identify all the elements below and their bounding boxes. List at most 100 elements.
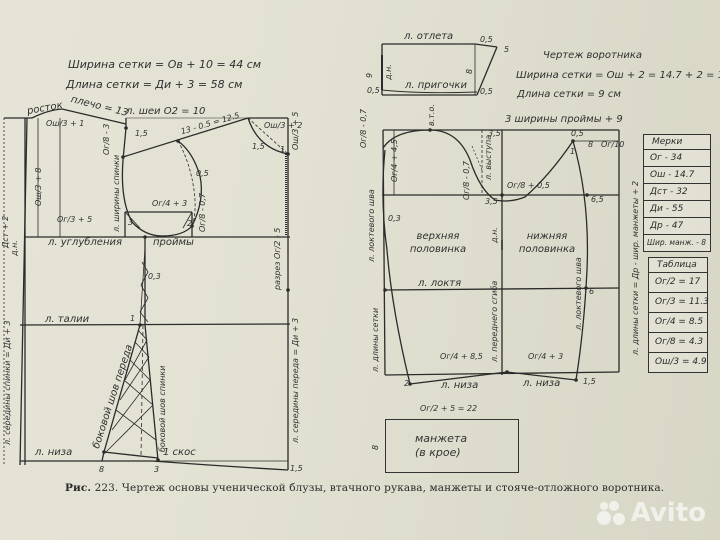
blouse-armhole-back: Ош/3 + 8 [34, 167, 43, 206]
collar-corner-tip: 5 [504, 45, 510, 54]
sleeve-elbow-line: л. локтя [418, 278, 462, 289]
sleeve-elbow-seam-left: л. локтевого шва [367, 189, 376, 262]
blouse-armhole-line2: проймы [153, 237, 194, 248]
blouse-hem-drop: 1,5 [290, 464, 303, 473]
collar-bottom-line: л. пригочки [405, 80, 467, 91]
sleeve-cap-height: Ог/4 + 4,5 [390, 139, 399, 182]
blouse-grid-length: Длина сетки = Ди + 3 = 58 см [66, 78, 243, 91]
sleeve-elbow-seam-right: л. локтевого шва [574, 257, 583, 330]
blouse-armhole-depth: Ог/3 + 5 [57, 215, 93, 224]
caption-number: 223. [94, 482, 119, 494]
blouse-shoulder-point: 1,5 [135, 129, 148, 138]
sleeve-bottom-upper: Ог/4 + 8,5 [440, 352, 483, 361]
blouse-corner-back: 3 [128, 218, 134, 227]
avito-logo-icon [596, 499, 627, 527]
collar-corner-bottom-right: 0,5 [480, 87, 493, 96]
sleeve-length-left: л. длины сетки [371, 307, 380, 372]
blouse-corner-front: 2 [187, 219, 193, 228]
cuff-label: манжета (в крое) [415, 432, 467, 460]
calc-row: Ог/4 = 8.5 [649, 312, 707, 332]
blouse-front-neck: Ош/3 + 2 [264, 121, 303, 130]
cuff-width-formula: Ог/2 + 5 = 22 [420, 404, 478, 413]
sleeve-hem-left: л. низа [441, 380, 479, 391]
measurement-row: Ог - 34 [644, 149, 710, 166]
sleeve-cap-left: Ог/8 - 0,7 [359, 109, 368, 148]
blouse-left-axis: д.н. [10, 240, 19, 256]
blouse-armhole-front: Ог/8 - 0,7 [198, 193, 207, 232]
calc-row: Ог/2 = 17 [649, 272, 707, 292]
sleeve-top-label: 3 ширины проймы + 9 [505, 114, 623, 125]
blouse-front-neck-mark1: 1,5 [252, 142, 265, 151]
calc-table-title: Таблица [657, 260, 697, 270]
measurement-row: Дст - 32 [644, 183, 710, 200]
blouse-hem-mark-left: 8 [99, 465, 105, 474]
calc-row: Ош/3 = 4.9 [649, 352, 707, 372]
avito-brand: Avito [630, 498, 706, 528]
blouse-neck-depth-back: Ош/3 + 1 [46, 119, 85, 128]
blouse-hem-mark-right: 3 [154, 465, 160, 474]
blouse-back-width-formula: Ог/8 - 3 [102, 123, 111, 155]
sleeve-right-mark-65: 6,5 [591, 195, 604, 204]
figure-caption: Рис. 223. Чертеж основы ученической блуз… [65, 482, 664, 494]
sleeve-bottom-lower: Ог/4 + 3 [528, 352, 564, 361]
blouse-left-vertical: Дст + 2 [1, 215, 10, 248]
sleeve-back-bulge-line: л. выступа [484, 134, 493, 180]
blouse-center-front: л. середины переда = Ди + 3 [291, 317, 300, 443]
blouse-armhole-width: Ог/4 + 3 [152, 199, 188, 208]
sleeve-hem-mark-15: 1,5 [583, 377, 596, 386]
collar-right-height: 8 [465, 68, 474, 74]
sleeve-right-point: 1 [570, 147, 576, 156]
sleeve-hem-mark-2: 2 [404, 379, 410, 388]
blouse-center-back: л. середины спинки = Ди + 3 [3, 320, 12, 445]
sleeve-under-curve: Ог/8 + 0,5 [507, 181, 550, 190]
cuff-height: 8 [371, 444, 380, 450]
sleeve-right-mark-6: 6 [589, 287, 595, 296]
cuff-label-line1: манжета [415, 432, 468, 445]
blouse-grid-width: Ширина сетки = Ов + 10 = 44 см [68, 58, 262, 71]
calc-row: Ог/8 = 4.3 [649, 332, 707, 352]
collar-grid-length: Длина сетки = 9 см [517, 89, 621, 100]
calc-table: Таблица Ог/2 = 17 Ог/3 = 11.3 Ог/4 = 8.5… [648, 257, 709, 373]
measurements-table: Мерки Ог - 34 Ош - 14.7 Дст - 32 Ди - 55… [643, 134, 711, 252]
blouse-side-back: боковой шов спинки [158, 365, 167, 452]
collar-corner-top: 0,5 [480, 35, 493, 44]
sleeve-right-formula: Ог/10 [601, 140, 625, 149]
sleeve-cap-top: в.т.о. [427, 104, 436, 126]
sleeve-axis: д.н. [490, 227, 499, 243]
sleeve-front-fold: л. переднего сгиба [490, 280, 499, 362]
measurement-row: Ош - 14.7 [644, 166, 710, 183]
blouse-hem-line: л. низа [35, 447, 73, 458]
collar-left-height: 9 [365, 72, 374, 78]
measurement-row: Ди - 55 [644, 200, 710, 217]
calc-row: Ог/3 = 11.3 [649, 292, 709, 312]
sleeve-upper-half: верхняя половинка [409, 231, 467, 255]
collar-title: Чертеж воротника [543, 50, 643, 61]
sleeve-left-shift: 0,3 [388, 214, 401, 223]
measurements-table-title: Мерки [652, 137, 683, 147]
cuff-rectangle [385, 419, 519, 473]
collar-grid-width: Ширина сетки = Ош + 2 = 14.7 + 2 = 16.7 … [516, 70, 720, 81]
collar-corner-bottom-left: 0,5 [367, 86, 380, 95]
sleeve-mark-35-bottom: 3,5 [485, 197, 498, 206]
caption-prefix: Рис. [65, 482, 92, 494]
avito-watermark: Avito [596, 498, 706, 528]
measurement-row: Шир. манж. - 8 [644, 234, 710, 251]
blouse-bevel: 1 скос [163, 447, 196, 458]
sleeve-hem-right: л. низа [523, 378, 561, 389]
sleeve-cap-mid: Ог/8 - 0,7 [462, 161, 471, 200]
measurement-row: Др - 47 [644, 217, 710, 234]
sleeve-mark-35-top: 3,5 [488, 129, 501, 138]
collar-left-axis: д.н. [384, 64, 393, 80]
blouse-slit: разрез Ог/2 - 5 [273, 227, 282, 290]
sleeve-right-offset: 8 [588, 140, 594, 149]
blouse-front-neck-mark2: 1 [280, 145, 286, 154]
blouse-back-width: л. ширины спинки [112, 154, 121, 232]
sleeve-lower-half: нижняя половинка [518, 231, 576, 255]
blouse-waist-mark: 1 [130, 314, 136, 323]
blouse-front-neck-depth: Ош/3 + 5 [291, 111, 300, 150]
sleeve-length-right: л. длины сетки = Др - шир. манжеты + 2 [631, 180, 640, 355]
cuff-label-line2: (в крое) [415, 446, 461, 459]
blouse-neck-line: л. шеи О2 = 10 [126, 106, 206, 117]
sleeve-right-top: 0,5 [571, 129, 584, 138]
